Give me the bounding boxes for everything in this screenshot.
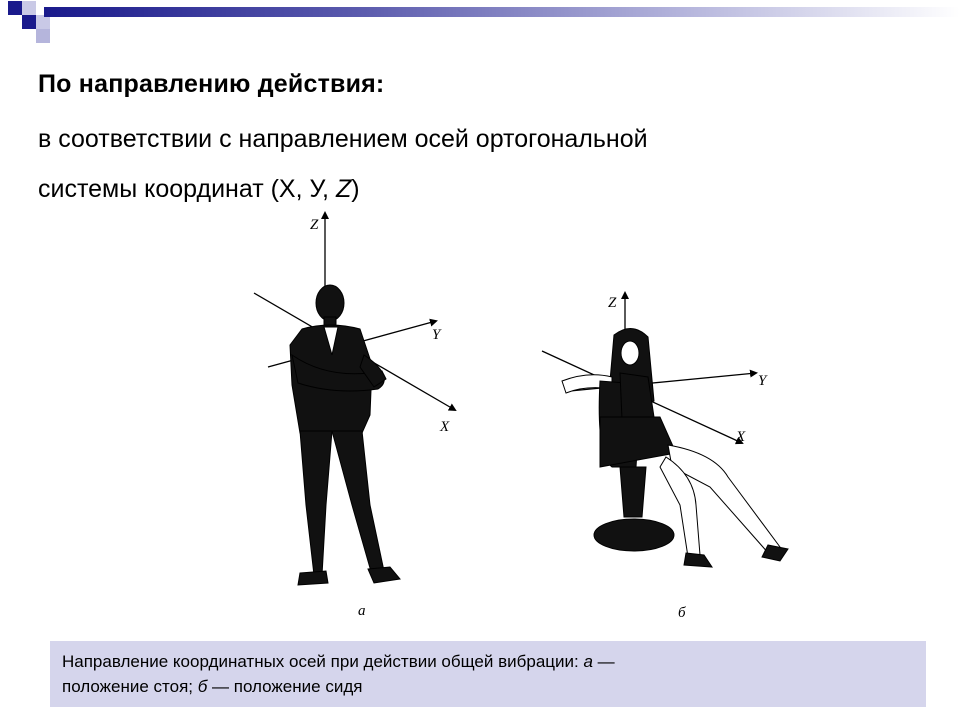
- figure-a-standing: Z Y X а: [253, 211, 457, 619]
- slide-subtitle: в соответствии с направлением осей ортог…: [38, 114, 858, 214]
- figure-a-label: а: [358, 603, 366, 619]
- decor-square-5: [36, 29, 50, 43]
- caption-text-1: Направление координатных осей при действ…: [62, 652, 584, 671]
- caption-text-2: —: [592, 652, 615, 671]
- caption-b-label: б: [197, 677, 208, 696]
- caption-a-label: а: [583, 652, 593, 671]
- vibration-axes-figure: Z Y X а: [253, 211, 789, 621]
- decor-square-1: [8, 1, 22, 15]
- caption-line-1: Направление координатных осей при действ…: [62, 649, 914, 674]
- decor-square-2: [22, 1, 36, 15]
- subtitle-line-1: в соответствии с направлением осей ортог…: [38, 125, 648, 153]
- header-gradient-bar: [44, 7, 960, 17]
- caption-line-2: положение стоя; б — положение сидя: [62, 674, 914, 699]
- subtitle-line-2-italic: Z: [335, 175, 352, 203]
- figure-b-y-label: Y: [758, 373, 768, 389]
- figure-caption: Направление координатных осей при действ…: [50, 641, 926, 707]
- figure-b-label: б: [678, 605, 686, 621]
- decor-square-3: [22, 15, 36, 29]
- subtitle-line-2-suffix: ): [351, 175, 360, 203]
- standing-man-silhouette: [289, 284, 401, 586]
- figure-b-x-label: X: [735, 429, 746, 445]
- figure-b-z-label: Z: [608, 295, 617, 311]
- decor-square-4: [36, 15, 50, 29]
- caption-text-3: положение стоя;: [62, 677, 198, 696]
- subtitle-line-2-prefix: системы координат (X, У,: [38, 175, 336, 203]
- decorative-header: [0, 0, 960, 46]
- figure-b-sitting: Z Y X б: [541, 291, 789, 621]
- subtitle-line-2: системы координат (X, У, Z): [38, 164, 858, 214]
- figure-a-z-label: Z: [310, 217, 319, 233]
- figure-a-x-label: X: [439, 419, 450, 435]
- figure-a-y-label: Y: [432, 327, 442, 343]
- sitting-woman-silhouette: [561, 328, 789, 568]
- caption-text-4: — положение сидя: [207, 677, 363, 696]
- slide-heading: По направлению действия:: [38, 70, 385, 98]
